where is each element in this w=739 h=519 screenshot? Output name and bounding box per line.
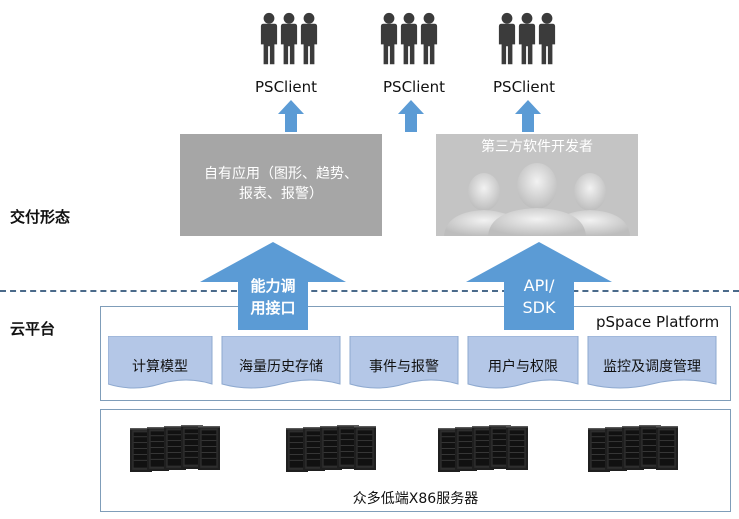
capability-api-line: 能力调 — [250, 277, 296, 295]
delivery-section-label: 交付形态 — [10, 208, 71, 226]
module-users-permissions: 用户与权限 — [488, 359, 558, 375]
api-sdk-line: SDK — [522, 298, 556, 317]
server-rack-icon — [286, 424, 376, 473]
client-label: PSClient — [493, 78, 555, 96]
people-icon — [378, 8, 440, 74]
up-arrow-icon — [278, 100, 304, 132]
people-icon — [258, 8, 320, 74]
client-label: PSClient — [255, 78, 317, 96]
capability-api-arrow-icon — [200, 242, 346, 330]
own-app-text: 自有应用（图形、趋势、 报表、报警） — [180, 164, 382, 204]
capability-api-label: 能力调 用接口 — [238, 275, 308, 319]
module-shape — [108, 336, 213, 389]
server-rack-icon — [130, 424, 220, 473]
developers-silhouette-icon — [444, 163, 630, 236]
capability-api-line: 用接口 — [250, 299, 296, 317]
module-shape — [467, 336, 579, 389]
module-history-storage: 海量历史存储 — [239, 359, 323, 375]
module-monitoring-scheduling: 监控及调度管理 — [603, 359, 701, 375]
own-app-line: 自有应用（图形、趋势、 — [204, 166, 358, 182]
module-shape — [349, 336, 459, 389]
api-sdk-label: API/ SDK — [504, 275, 574, 319]
up-arrow-icon — [398, 100, 424, 132]
servers-caption: 众多低端X86服务器 — [352, 491, 479, 507]
section-divider — [0, 290, 739, 292]
platform-name: pSpace Platform — [596, 313, 720, 331]
api-sdk-line: API/ — [523, 276, 555, 295]
cloud-section-label: 云平台 — [10, 320, 56, 338]
up-arrow-icon — [515, 100, 541, 132]
api-sdk-arrow-icon — [466, 242, 612, 330]
module-shape — [587, 336, 717, 389]
server-rack-icon — [438, 424, 528, 473]
module-compute-model: 计算模型 — [132, 359, 188, 375]
module-shape — [221, 336, 341, 389]
platform-modules — [108, 336, 717, 389]
server-rack-icon — [588, 424, 678, 473]
own-app-line: 报表、报警） — [239, 186, 323, 202]
client-label: PSClient — [383, 78, 445, 96]
people-icon — [496, 8, 558, 74]
own-app-box — [180, 134, 382, 236]
module-events-alarms: 事件与报警 — [369, 359, 439, 375]
third-party-developer-title: 第三方软件开发者 — [481, 139, 593, 155]
third-party-developer-box — [436, 134, 638, 236]
